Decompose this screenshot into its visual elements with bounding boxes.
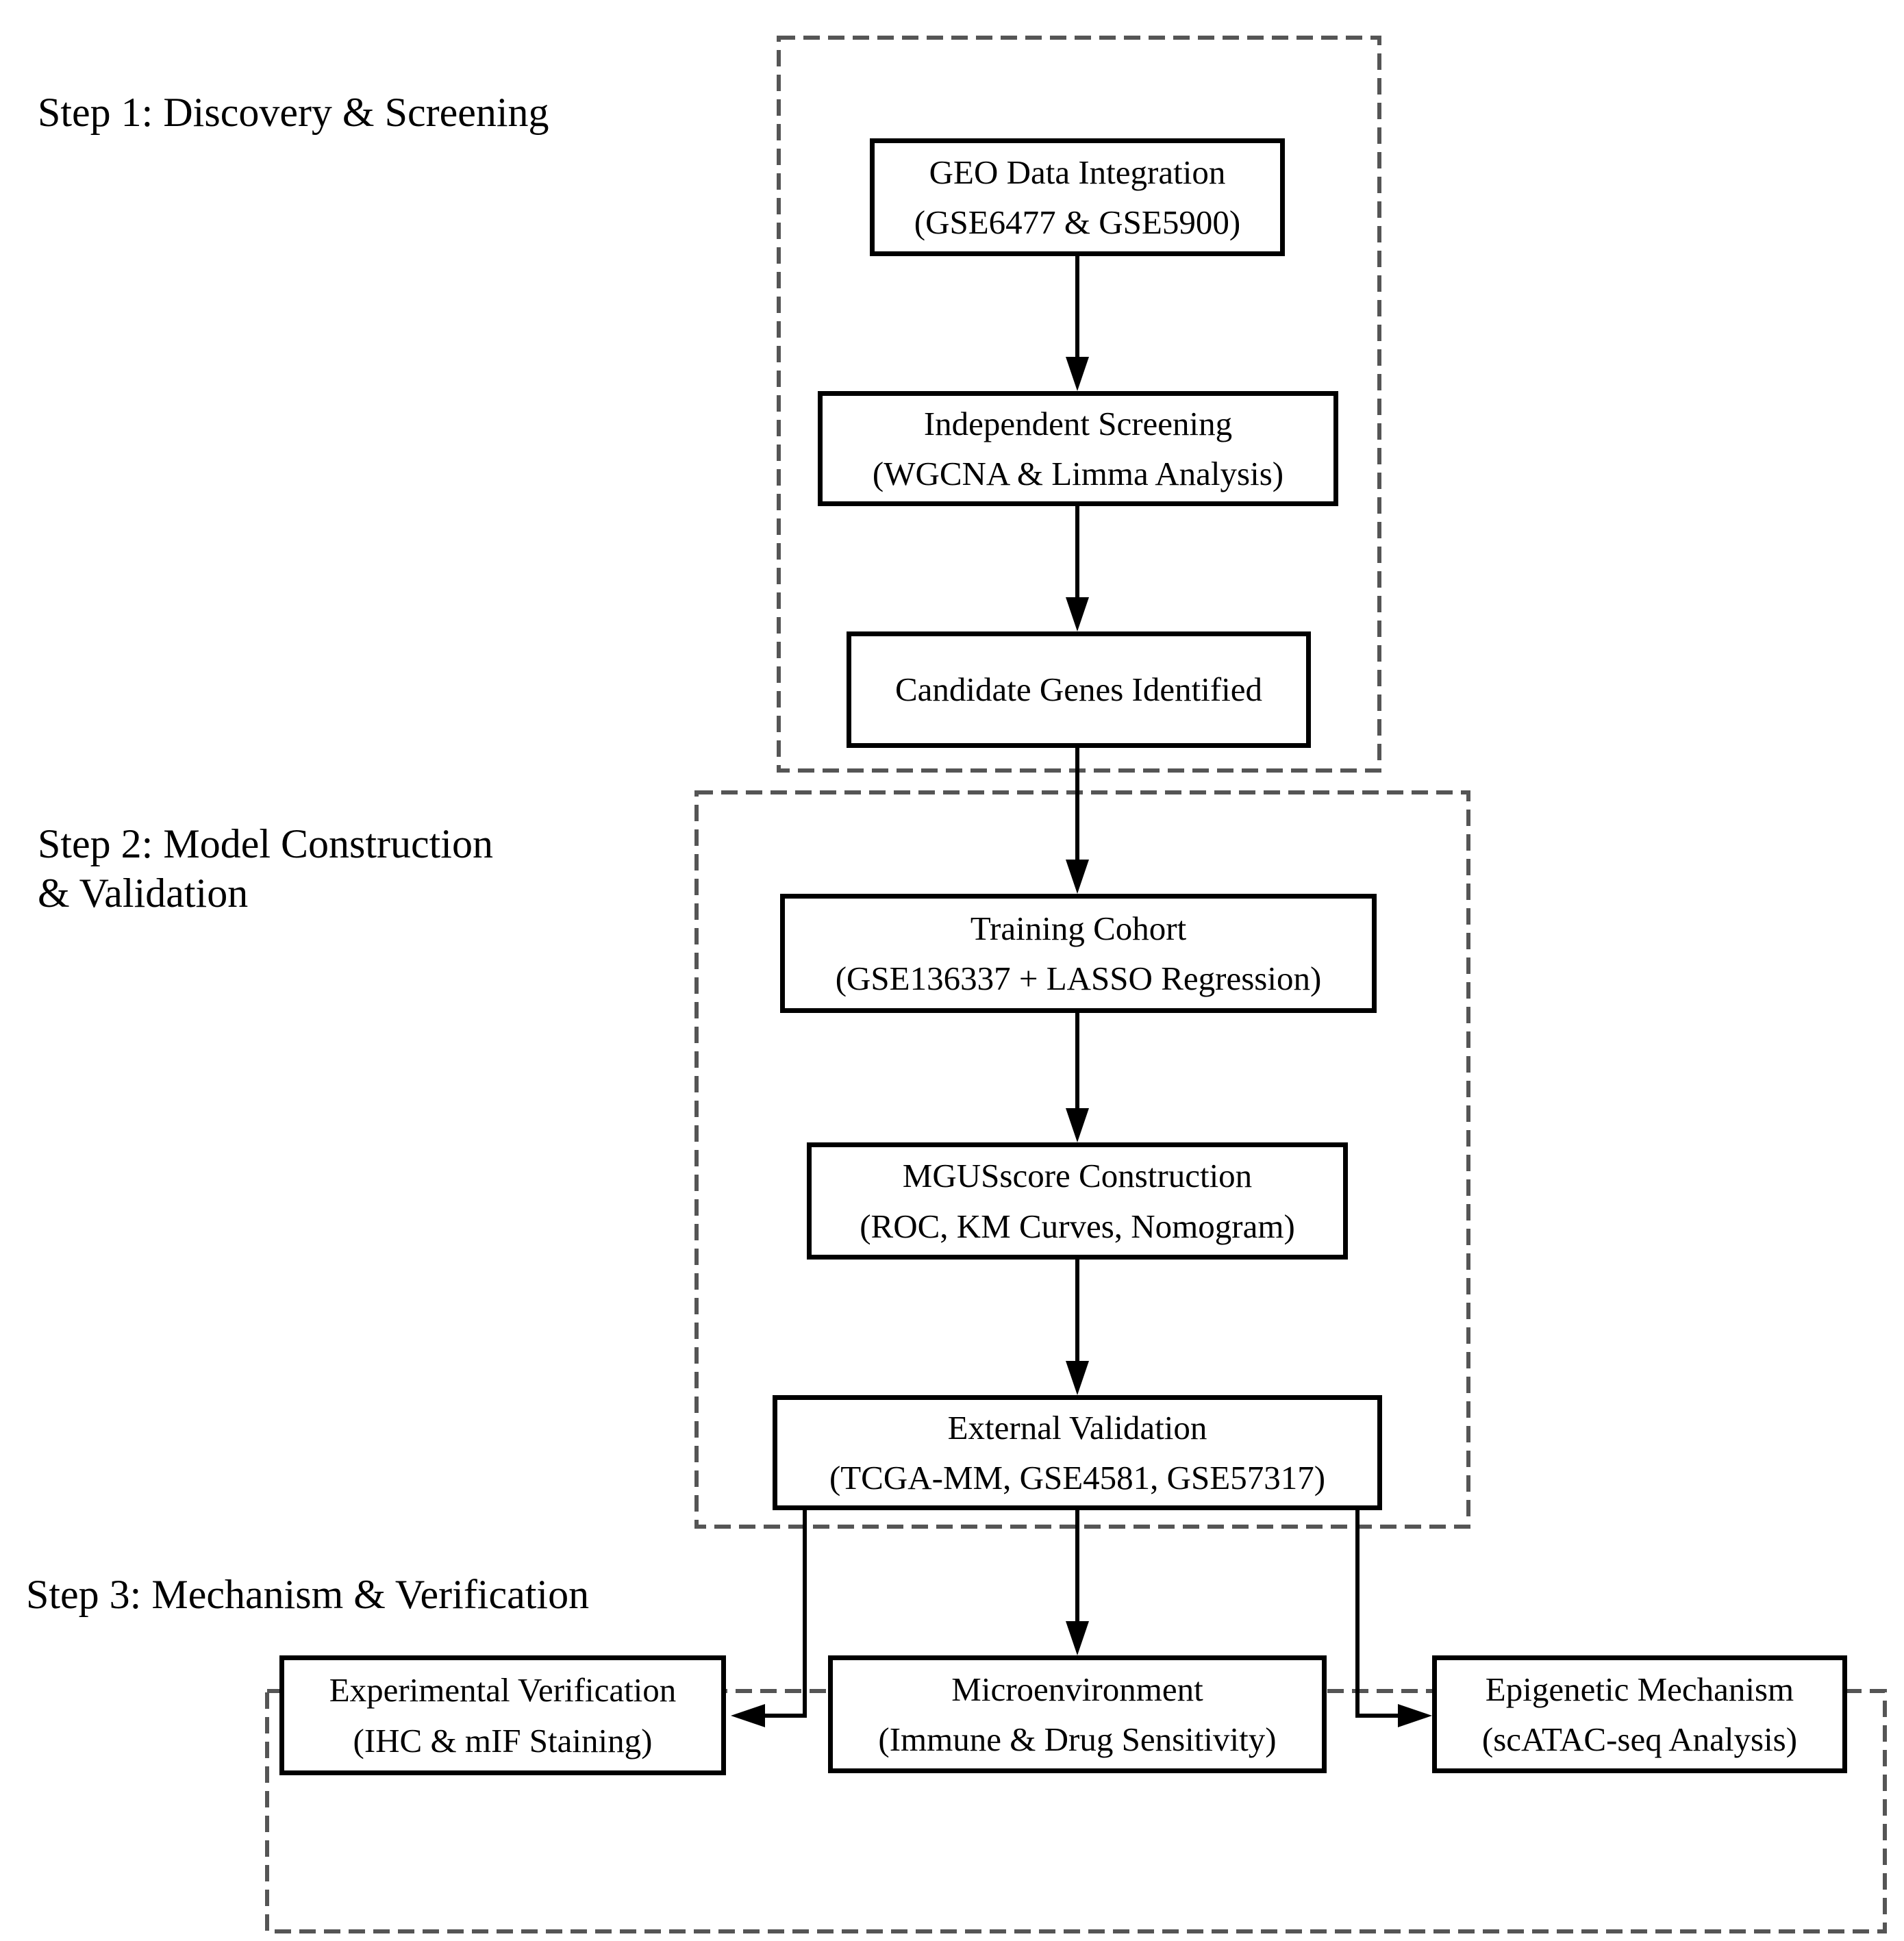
box-subtitle-line: (Immune & Drug Sensitivity): [878, 1720, 1277, 1758]
box-title-line: Epigenetic Mechanism: [1485, 1670, 1794, 1708]
box-title-line: Independent Screening: [923, 404, 1233, 442]
box-microenvironment: Microenvironment (Immune & Drug Sensitiv…: [828, 1655, 1327, 1773]
box-training-cohort: Training Cohort (GSE136337 + LASSO Regre…: [780, 894, 1377, 1013]
arrow-mgusscore-to-external: [1066, 1260, 1089, 1395]
box-external-validation: External Validation (TCGA-MM, GSE4581, G…: [773, 1395, 1382, 1510]
box-subtitle-line: (IHC & mIF Staining): [353, 1721, 653, 1760]
box-epigenetic-mechanism: Epigenetic Mechanism (scATAC-seq Analysi…: [1432, 1655, 1847, 1773]
box-title-line: External Validation: [947, 1408, 1207, 1447]
box-title-line: Experimental Verification: [329, 1671, 677, 1709]
box-subtitle-line: (TCGA-MM, GSE4581, GSE57317): [829, 1459, 1326, 1497]
box-subtitle-line: (GSE6477 & GSE5900): [914, 203, 1241, 241]
box-subtitle-line: (GSE136337 + LASSO Regression): [835, 960, 1322, 997]
box-subtitle-line: (scATAC-seq Analysis): [1481, 1720, 1798, 1758]
box-independent-screening: Independent Screening (WGCNA & Limma Ana…: [818, 391, 1338, 506]
arrow-external-to-epigenetic: [1355, 1510, 1432, 1727]
step2-label: Step 2: Model Construction & Validation: [38, 821, 493, 916]
box-candidate-genes: Candidate Genes Identified: [847, 631, 1311, 748]
arrow-external-to-experimental: [731, 1510, 807, 1727]
box-mgusscore-construction: MGUSscore Construction (ROC, KM Curves, …: [807, 1142, 1348, 1260]
box-geo-data-integration: GEO Data Integration (GSE6477 & GSE5900): [870, 138, 1285, 256]
box-title-line: GEO Data Integration: [929, 153, 1226, 191]
arrow-geo-to-screening: [1066, 256, 1089, 391]
box-title-line: Training Cohort: [970, 909, 1187, 947]
box-title-line: Microenvironment: [951, 1670, 1203, 1708]
arrow-external-to-microenvironment: [1066, 1510, 1089, 1655]
box-experimental-verification: Experimental Verification (IHC & mIF Sta…: [279, 1655, 726, 1775]
step2-dashed-border: [694, 790, 1470, 1529]
step3-dashed-border: [265, 1689, 1887, 1933]
box-subtitle-line: (WGCNA & Limma Analysis): [872, 455, 1284, 492]
step1-label: Step 1: Discovery & Screening: [38, 90, 549, 135]
step3-label: Step 3: Mechanism & Verification: [26, 1572, 590, 1617]
box-title-line: Candidate Genes Identified: [894, 671, 1263, 709]
arrow-training-to-mgusscore: [1066, 1013, 1089, 1142]
box-subtitle-line: (ROC, KM Curves, Nomogram): [860, 1207, 1295, 1245]
arrow-candidate-to-training: [1066, 748, 1089, 894]
arrow-screening-to-candidate: [1066, 506, 1089, 631]
box-title-line: MGUSscore Construction: [902, 1157, 1253, 1194]
